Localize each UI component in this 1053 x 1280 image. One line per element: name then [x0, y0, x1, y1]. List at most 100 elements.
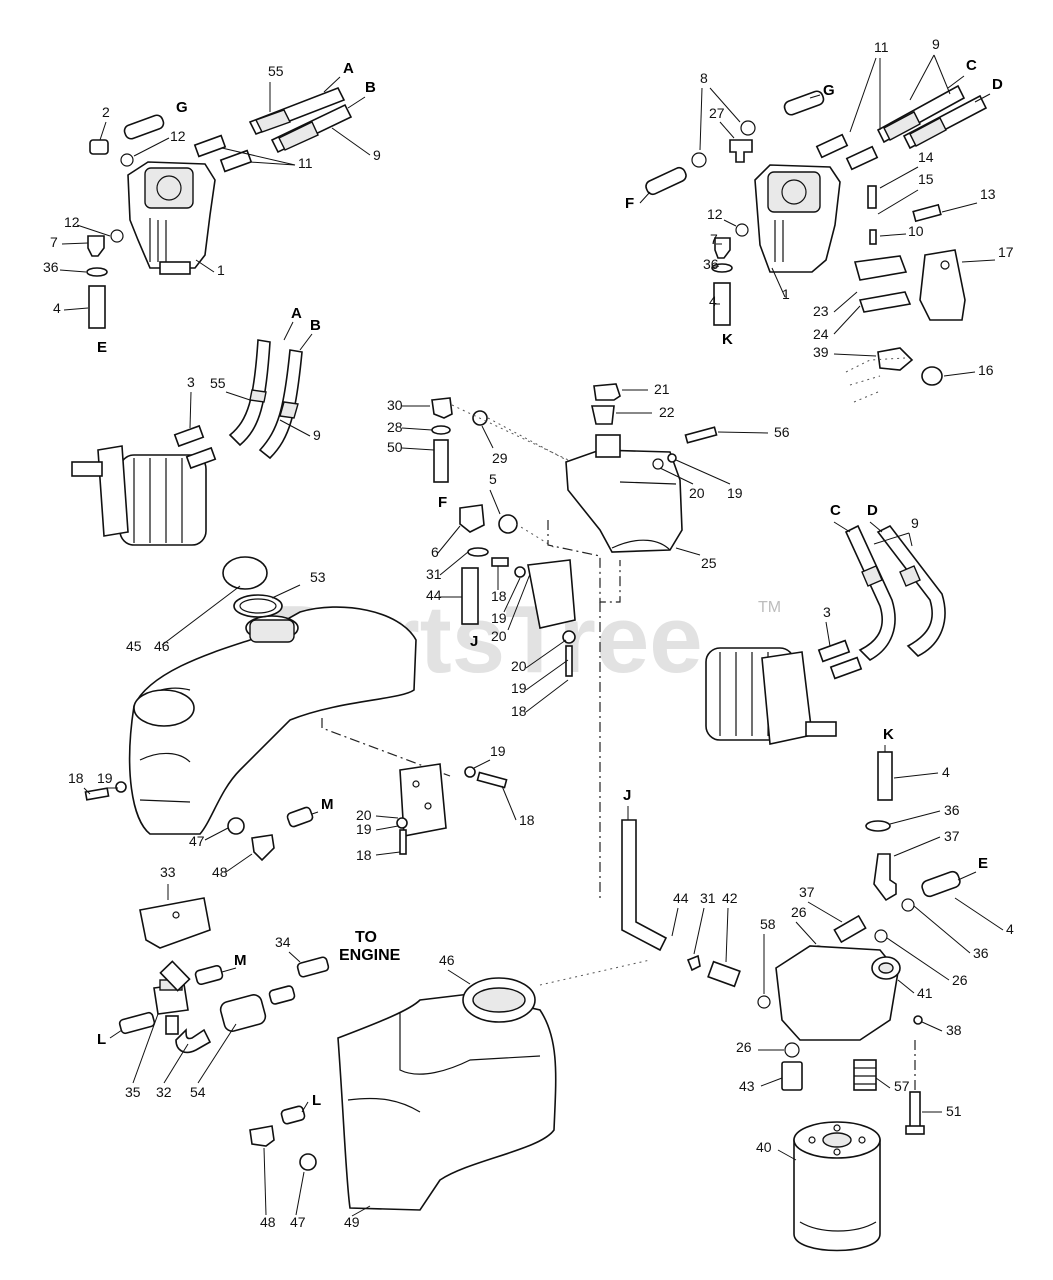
- small-reservoir-tank: [565, 383, 769, 556]
- part-number-callout: 15: [918, 171, 934, 187]
- part-number-callout: 38: [946, 1022, 962, 1038]
- part-number-callout: 18: [511, 703, 527, 719]
- hose-j: [621, 819, 668, 952]
- part-number-callout: 7: [710, 231, 718, 247]
- connection-letter-label: C: [966, 57, 977, 74]
- part-number-callout: 29: [492, 450, 508, 466]
- lower-fuel-tank: [249, 969, 557, 1217]
- part-number-callout: 42: [722, 890, 738, 906]
- part-number-callout: 11: [874, 39, 889, 55]
- connection-letter-label: B: [310, 317, 321, 334]
- motor-right: [705, 521, 946, 745]
- part-number-callout: 21: [654, 381, 670, 397]
- part-number-callout: 11: [298, 155, 313, 171]
- connection-letter-label: L: [312, 1092, 321, 1109]
- hidden-line-lower: [539, 959, 651, 986]
- part-number-callout: 46: [154, 638, 170, 654]
- part-number-callout: 31: [426, 566, 442, 582]
- connection-letter-label: E: [97, 339, 107, 356]
- part-number-callout: 16: [978, 362, 994, 378]
- part-number-callout: 39: [813, 344, 829, 360]
- part-number-callout: 22: [659, 404, 675, 420]
- connection-letter-label: A: [343, 60, 354, 77]
- part-number-callout: 37: [799, 884, 815, 900]
- part-number-callout: 13: [980, 186, 996, 202]
- part-number-callout: 4: [709, 293, 717, 309]
- part-number-callout: 7: [50, 234, 58, 250]
- hidden-line-bracket: [547, 520, 621, 603]
- part-number-callout: 34: [275, 934, 291, 950]
- connection-letter-label: G: [823, 82, 835, 99]
- motor-left: [71, 321, 313, 546]
- connection-letter-label: G: [176, 99, 188, 116]
- connection-letter-label: F: [625, 195, 634, 212]
- part-number-callout: 5: [489, 471, 497, 487]
- part-number-callout: 48: [260, 1214, 276, 1230]
- part-number-callout: 9: [313, 427, 321, 443]
- part-number-callout: 12: [170, 128, 186, 144]
- part-number-callout: 45: [126, 638, 142, 654]
- part-number-callout: 20: [491, 628, 507, 644]
- part-number-callout: 20: [511, 658, 527, 674]
- part-number-callout: 50: [387, 439, 403, 455]
- large-reservoir-tank: [83, 556, 517, 873]
- part-number-callout: 27: [709, 105, 725, 121]
- part-number-callout: 31: [700, 890, 716, 906]
- part-number-callout: 6: [431, 544, 439, 560]
- part-number-callout: 18: [491, 588, 507, 604]
- part-number-callout: 20: [689, 485, 705, 501]
- part-number-callout: 9: [373, 147, 381, 163]
- connection-letter-label: E: [978, 855, 988, 872]
- part-number-callout: 49: [344, 1214, 360, 1230]
- part-number-callout: 9: [932, 36, 940, 52]
- part-number-callout: 4: [942, 764, 950, 780]
- connection-letter-label: B: [365, 79, 376, 96]
- part-number-callout: 58: [760, 916, 776, 932]
- part-number-callout: 2: [102, 104, 110, 120]
- part-number-callout: 1: [217, 262, 225, 278]
- connection-letter-label: K: [883, 726, 894, 743]
- part-number-callout: 53: [310, 569, 326, 585]
- part-number-callout: 56: [774, 424, 790, 440]
- connection-letter-label: L: [97, 1031, 106, 1048]
- part-number-callout: 55: [268, 63, 284, 79]
- part-number-callout: 26: [952, 972, 968, 988]
- connection-letter-label: J: [470, 633, 478, 650]
- part-number-callout: 12: [707, 206, 723, 222]
- part-number-callout: 36: [703, 256, 719, 272]
- connection-letter-label: C: [830, 502, 841, 519]
- part-number-callout: 47: [290, 1214, 306, 1230]
- part-number-callout: 47: [189, 833, 205, 849]
- part-number-callout: 18: [356, 847, 372, 863]
- part-number-callout: 51: [946, 1103, 962, 1119]
- part-number-callout: 36: [973, 945, 989, 961]
- part-number-callout: 35: [125, 1084, 141, 1100]
- part-number-callout: 55: [210, 375, 226, 391]
- part-number-callout: 19: [490, 743, 506, 759]
- connection-letter-label: K: [722, 331, 733, 348]
- part-number-callout: 14: [918, 149, 934, 165]
- hidden-line-tank: [321, 718, 451, 777]
- filter-assembly: [671, 745, 1004, 1252]
- part-number-callout: 41: [917, 985, 933, 1001]
- part-number-callout: 33: [160, 864, 176, 880]
- part-number-callout: 26: [791, 904, 807, 920]
- connection-letter-label: D: [867, 502, 878, 519]
- connection-letter-label: J: [623, 787, 631, 804]
- part-number-callout: 57: [894, 1078, 910, 1094]
- part-number-callout: 4: [1006, 921, 1014, 937]
- to-engine-label-line1: TO: [355, 929, 377, 946]
- part-number-callout: 24: [813, 326, 829, 342]
- part-number-callout: 44: [426, 587, 442, 603]
- part-number-callout: 36: [43, 259, 59, 275]
- part-number-callout: 44: [673, 890, 689, 906]
- part-number-callout: 19: [511, 680, 527, 696]
- part-number-callout: 48: [212, 864, 228, 880]
- part-number-callout: 28: [387, 419, 403, 435]
- part-number-callout: 36: [944, 802, 960, 818]
- part-number-callout: 19: [97, 770, 113, 786]
- part-number-callout: 3: [823, 604, 831, 620]
- to-engine-label-line2: ENGINE: [339, 947, 401, 964]
- part-number-callout: 10: [908, 223, 924, 239]
